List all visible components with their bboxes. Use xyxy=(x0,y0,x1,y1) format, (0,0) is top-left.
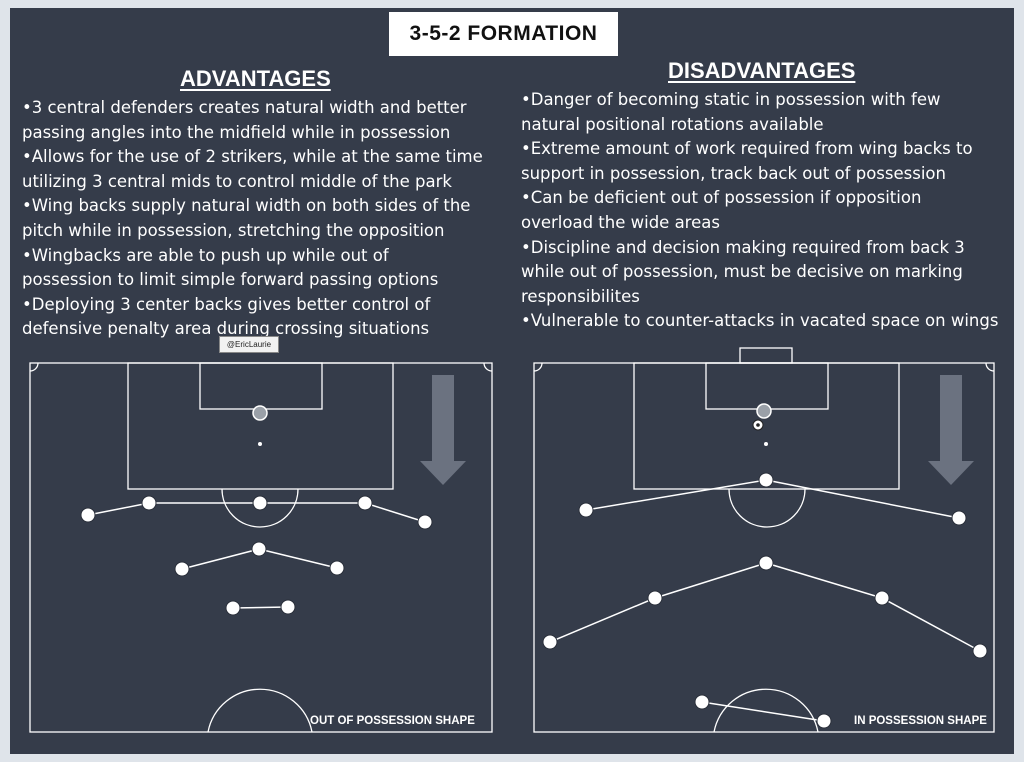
goalkeeper-marker xyxy=(756,403,772,419)
link-line xyxy=(232,606,289,609)
advantage-item: •Wing backs supply natural width on both… xyxy=(22,196,471,240)
player-marker xyxy=(758,472,774,488)
penalty-spot xyxy=(764,442,768,446)
direction-arrow-icon xyxy=(928,375,974,485)
player-marker xyxy=(951,510,967,526)
disadvantage-item: •Discipline and decision making required… xyxy=(521,237,965,306)
link-line xyxy=(654,562,767,599)
advantage-item: •Allows for the use of 2 strikers, while… xyxy=(22,147,483,191)
disadvantages-heading: DISADVANTAGES xyxy=(668,58,856,83)
center-circle-arc xyxy=(713,688,819,733)
link-line xyxy=(87,502,150,516)
shape-label-in-possession: IN POSSESSION SHAPE xyxy=(854,715,987,727)
penalty-arc xyxy=(728,488,806,528)
link-line xyxy=(181,548,260,570)
player-marker xyxy=(251,541,267,557)
player-marker xyxy=(280,599,296,615)
six-yard-box xyxy=(705,362,829,410)
pitch-in-possession: IN POSSESSION SHAPE xyxy=(524,347,996,733)
pitch-diagram-right xyxy=(533,347,995,733)
penalty-arc xyxy=(221,488,299,528)
advantages-heading: ADVANTAGES xyxy=(180,66,331,91)
advantage-item: •3 central defenders creates natural wid… xyxy=(22,98,467,142)
player-marker xyxy=(417,514,433,530)
ball-icon xyxy=(752,419,764,431)
infographic-frame xyxy=(10,8,1014,754)
player-marker xyxy=(174,561,190,577)
penalty-box xyxy=(633,362,900,490)
player-marker xyxy=(252,495,268,511)
player-marker xyxy=(542,634,558,650)
link-line xyxy=(765,479,960,519)
link-line xyxy=(364,502,426,523)
link-line xyxy=(881,597,981,652)
corner-arc xyxy=(483,362,493,372)
player-marker xyxy=(357,495,373,511)
player-marker xyxy=(816,713,832,729)
penalty-spot xyxy=(258,442,262,446)
disadvantages-list: •Danger of becoming static in possession… xyxy=(521,88,1006,334)
link-line xyxy=(765,562,883,599)
disadvantage-item: •Danger of becoming static in possession… xyxy=(521,90,941,134)
direction-arrow-icon xyxy=(420,375,466,485)
player-marker xyxy=(874,590,890,606)
player-marker xyxy=(329,560,345,576)
player-marker xyxy=(578,502,594,518)
player-marker xyxy=(80,507,96,523)
advantages-list: •3 central defenders creates natural wid… xyxy=(22,96,502,342)
link-line xyxy=(701,701,825,722)
corner-arc xyxy=(533,362,543,372)
disadvantage-item: •Vulnerable to counter-attacks in vacate… xyxy=(521,311,999,331)
corner-arc xyxy=(29,362,39,372)
disadvantage-item: •Extreme amount of work required from wi… xyxy=(521,139,973,183)
shape-label-out-of-possession: OUT OF POSSESSION SHAPE xyxy=(310,715,475,727)
disadvantage-item: •Can be deficient out of possession if o… xyxy=(521,188,922,232)
player-marker xyxy=(694,694,710,710)
center-circle-arc xyxy=(207,688,313,733)
advantage-item: •Deploying 3 center backs gives better c… xyxy=(22,294,431,339)
player-marker xyxy=(972,643,988,659)
advantage-item: •Wingbacks are able to push up while out… xyxy=(22,245,439,290)
author-credit: @EricLaurie xyxy=(219,336,279,353)
player-marker xyxy=(758,555,774,571)
page-title: 3-5-2 FORMATION xyxy=(389,12,618,56)
player-marker xyxy=(647,590,663,606)
penalty-box xyxy=(127,362,394,490)
link-line xyxy=(549,597,656,643)
six-yard-box xyxy=(199,362,323,410)
player-marker xyxy=(225,600,241,616)
pitch-out-of-possession: OUT OF POSSESSION SHAPE xyxy=(20,355,496,733)
goalkeeper-marker xyxy=(252,405,268,421)
corner-arc xyxy=(985,362,995,372)
link-line xyxy=(258,548,338,569)
pitch-diagram-left xyxy=(29,362,493,733)
link-line xyxy=(585,479,767,511)
player-marker xyxy=(141,495,157,511)
